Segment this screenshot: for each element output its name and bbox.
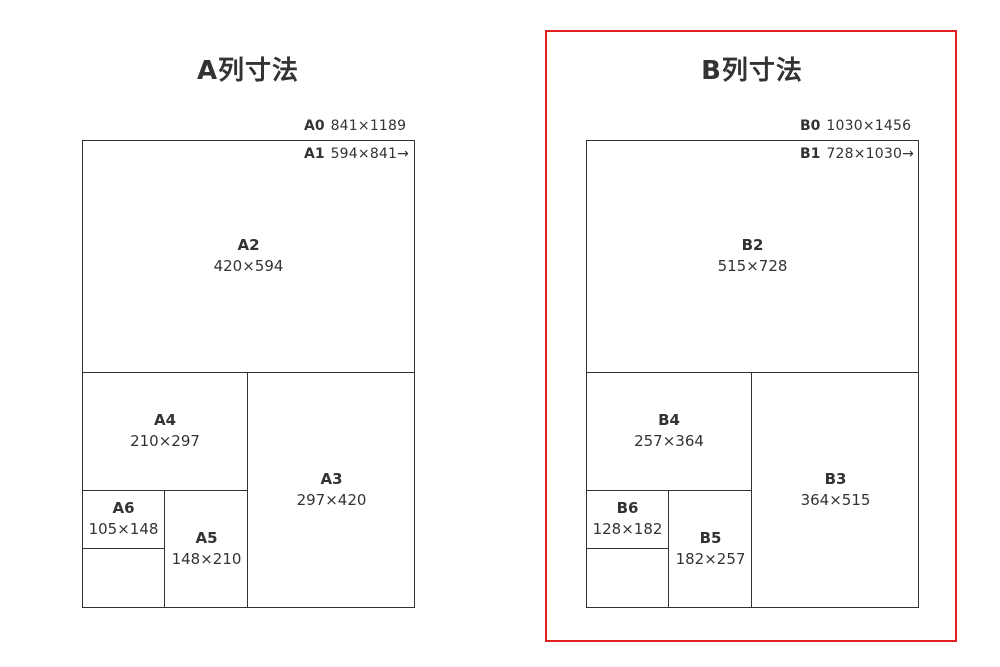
b2-region: B2 515×728 xyxy=(586,140,919,372)
b4-dims: 257×364 xyxy=(634,432,704,450)
a4-region: A4 210×297 xyxy=(82,372,248,490)
b2-code: B2 xyxy=(741,236,764,254)
b0-code: B0 xyxy=(800,118,821,134)
b1-dims: 728×1030→ xyxy=(826,146,915,162)
a-series-frame xyxy=(82,140,415,608)
b2-dims: 515×728 xyxy=(717,257,788,275)
a0-dims: 841×1189 xyxy=(330,118,407,134)
a4-code: A4 xyxy=(153,411,177,429)
a6-divider xyxy=(82,548,165,549)
a3-code: A3 xyxy=(320,470,343,488)
b1-code: B1 xyxy=(800,146,821,162)
b0-label: B0 1030×1456 xyxy=(800,118,911,134)
b-series-title: B列寸法 xyxy=(701,56,803,86)
b1-label: B1 728×1030→ xyxy=(800,146,914,162)
b4-divider xyxy=(586,490,752,491)
b-series-frame xyxy=(586,140,919,608)
a4-divider xyxy=(82,490,248,491)
b6-dims: 128×182 xyxy=(592,520,663,538)
b5-region: B5 182×257 xyxy=(669,490,752,608)
a5-code: A5 xyxy=(195,529,218,547)
a3-region: A3 297×420 xyxy=(248,372,415,608)
a1-label: A1 594×841→ xyxy=(304,146,409,162)
a1-code: A1 xyxy=(304,146,325,162)
a2-divider xyxy=(82,372,415,373)
a5-divider xyxy=(164,490,165,608)
a-series-title: A列寸法 xyxy=(196,56,300,86)
a2-region: A2 420×594 xyxy=(82,140,415,372)
a3-dims: 297×420 xyxy=(296,491,367,509)
b6-divider xyxy=(586,548,669,549)
b5-code: B5 xyxy=(699,529,722,547)
b2-divider xyxy=(586,372,919,373)
b5-divider xyxy=(668,490,669,608)
a1-dims: 594×841→ xyxy=(330,146,410,162)
a4-dims: 210×297 xyxy=(130,432,200,450)
a6-code: A6 xyxy=(112,499,135,517)
b6-region: B6 128×182 xyxy=(586,490,669,548)
a6-region: A6 105×148 xyxy=(82,490,165,548)
b4-code: B4 xyxy=(658,411,680,429)
a5-region: A5 148×210 xyxy=(165,490,248,608)
b3-region: B3 364×515 xyxy=(752,372,919,608)
b4-region: B4 257×364 xyxy=(586,372,752,490)
b0-dims: 1030×1456 xyxy=(826,118,912,134)
b-series-highlight-box xyxy=(545,30,957,642)
a0-label: A0 841×1189 xyxy=(304,118,406,134)
a5-dims: 148×210 xyxy=(171,550,242,568)
b3-dims: 364×515 xyxy=(800,491,871,509)
a0-code: A0 xyxy=(304,118,325,134)
a2-dims: 420×594 xyxy=(213,257,284,275)
b3-code: B3 xyxy=(824,470,847,488)
a6-dims: 105×148 xyxy=(88,520,159,538)
a2-code: A2 xyxy=(237,236,260,254)
b5-dims: 182×257 xyxy=(675,550,746,568)
b6-code: B6 xyxy=(616,499,639,517)
